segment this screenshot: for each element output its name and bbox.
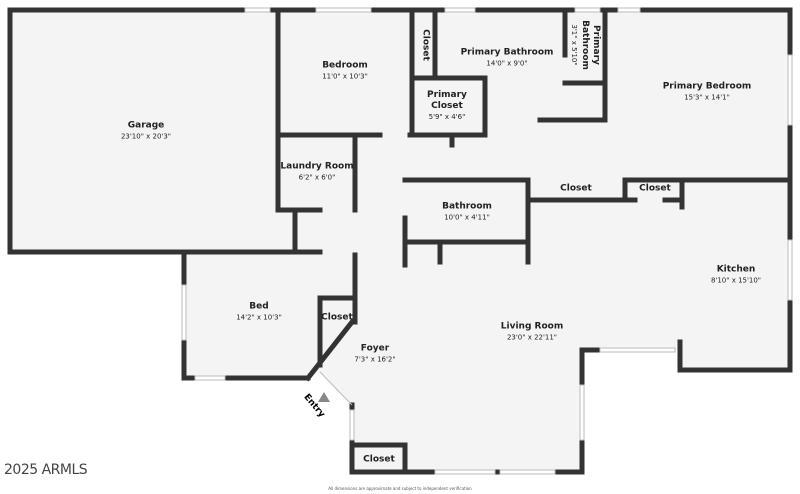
room-closet-top: Closet — [420, 29, 431, 61]
room-dims: 5'9" x 4'6" — [428, 113, 466, 121]
room-dims: 23'0" x 22'11" — [506, 333, 558, 342]
room-closet-hall-2: Closet — [639, 184, 671, 195]
room-dims: 14'2" x 10'3" — [236, 313, 282, 322]
room-name: Kitchen — [716, 264, 756, 275]
room-name: Closet — [321, 312, 353, 323]
windows — [181, 7, 793, 475]
room-name: Closet — [639, 183, 671, 194]
room-dims: 10'0" x 4'11" — [444, 213, 490, 222]
room-dims: 14'0" x 9'0" — [486, 59, 528, 68]
room-closet-bed: Closet — [321, 313, 353, 324]
floor — [10, 10, 790, 472]
room-closet-hall-1: Closet — [560, 184, 592, 195]
room-name: Bathroom — [442, 201, 492, 212]
watermark: 2025 ARMLS — [4, 462, 88, 478]
room-name: Closet — [420, 29, 431, 61]
room-closet-bottom: Closet — [363, 455, 395, 466]
room-dims: 23'10" x 20'3" — [120, 132, 172, 141]
room-dims: 3'1" x 5'10" — [570, 24, 578, 66]
room-name: Primary Bathroom — [460, 47, 554, 58]
room-dims: 8'10" x 15'10" — [710, 276, 762, 285]
entry-arrow-icon — [318, 392, 330, 402]
room-name: Bed — [249, 301, 269, 312]
entry-door — [319, 371, 353, 406]
room-dims: 15'3" x 14'1" — [684, 93, 730, 102]
room-name: Primary Closet — [427, 90, 467, 111]
room-name: Closet — [363, 454, 395, 465]
room-name: Foyer — [360, 343, 390, 354]
room-name: Closet — [560, 183, 592, 194]
room-name: Laundry Room — [280, 161, 354, 172]
room-dims: 7'3" x 16'2" — [354, 355, 396, 364]
room-dims: 6'2" x 6'0" — [298, 173, 336, 182]
disclaimer-footer: All dimensions are approximate and subje… — [328, 486, 472, 491]
room-name: Garage — [127, 120, 165, 131]
room-name: Primary Bathroom — [580, 20, 601, 70]
room-name: Living Room — [500, 321, 564, 332]
room-name: Primary Bedroom — [662, 81, 752, 92]
walls — [7, 7, 793, 475]
room-name: Bedroom — [322, 60, 368, 71]
room-primary-closet: Primary Closet 5'9" x 4'6" — [417, 90, 477, 122]
room-dims: 11'0" x 10'3" — [322, 72, 368, 81]
